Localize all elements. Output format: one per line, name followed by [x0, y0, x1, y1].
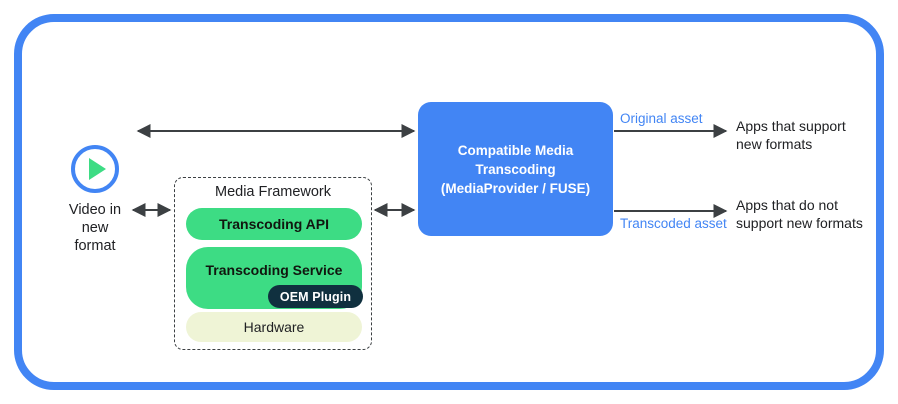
layer-transcoding-service-label: Transcoding Service	[205, 262, 343, 278]
compatible-media-transcoding-box: Compatible Media Transcoding (MediaProvi…	[418, 102, 613, 236]
play-triangle-icon	[89, 158, 106, 180]
layer-transcoding-api-label: Transcoding API	[219, 216, 329, 232]
outer-frame-border	[14, 14, 884, 390]
transcoded-asset-label: Transcoded asset	[620, 216, 727, 231]
apps-support-label: Apps that support new formats	[736, 118, 846, 152]
media-framework-box: Media Framework Transcoding API Transcod…	[174, 177, 372, 350]
video-source-label: Video in new format	[68, 202, 122, 254]
layer-transcoding-api: Transcoding API	[186, 208, 362, 240]
video-source-group: Video in new format	[40, 145, 150, 255]
oem-plugin-badge: OEM Plugin	[268, 285, 363, 308]
apps-no-support-label: Apps that do not support new formats	[736, 197, 863, 231]
layer-hardware-label: Hardware	[243, 319, 305, 335]
layer-hardware: Hardware	[186, 312, 362, 342]
original-asset-label: Original asset	[620, 111, 703, 126]
media-framework-title: Media Framework	[214, 184, 332, 200]
play-circle-icon	[71, 145, 119, 193]
compatible-media-transcoding-label: Compatible Media Transcoding (MediaProvi…	[440, 142, 591, 196]
oem-plugin-label: OEM Plugin	[279, 289, 352, 304]
